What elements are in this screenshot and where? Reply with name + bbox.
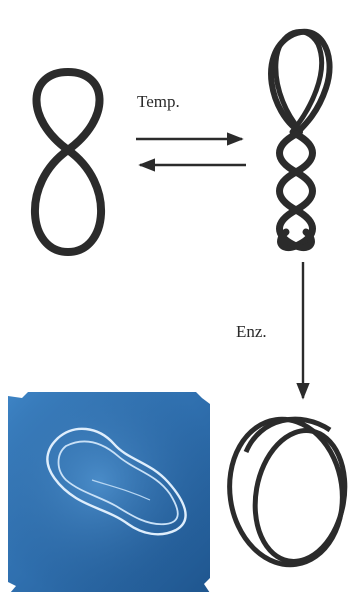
enzyme-label: Enz. [236, 322, 267, 341]
electron-micrograph [8, 392, 210, 593]
temperature-label: Temp. [137, 92, 180, 111]
supercoiled-loop [271, 32, 330, 248]
knotted-loop [220, 412, 354, 572]
figure-eight-loop [35, 72, 101, 252]
temperature-equilibrium: Temp. [136, 92, 246, 165]
figure-eight-icon [35, 72, 101, 252]
enzyme-reaction: Enz. [236, 262, 303, 398]
